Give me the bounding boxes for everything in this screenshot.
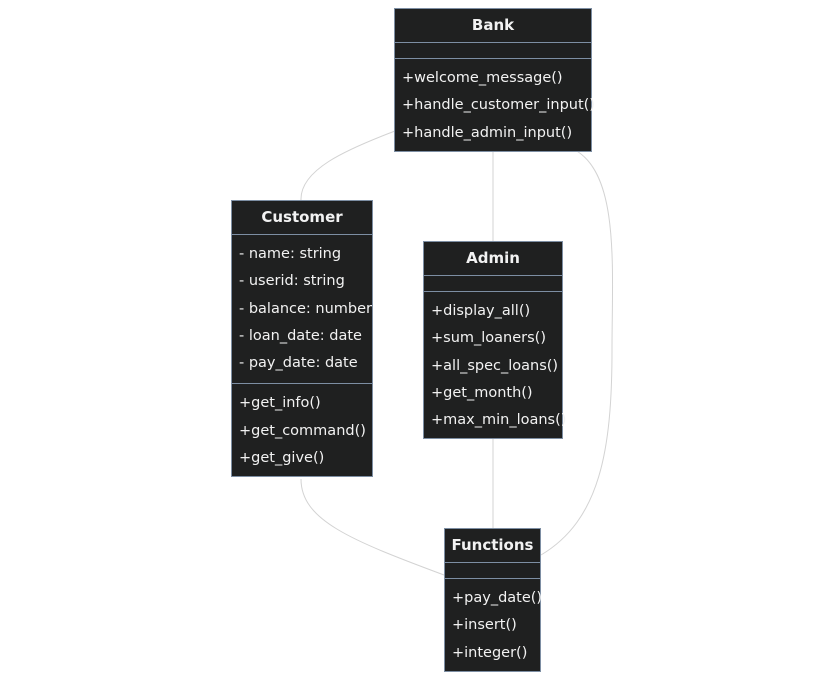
class-attributes [395, 43, 591, 59]
class-methods: +get_info() +get_command() +get_give() [232, 384, 372, 476]
class-attribute: - loan_date: date [239, 327, 362, 344]
class-attribute: - name: string [239, 246, 342, 262]
class-attribute: - balance: number [239, 300, 373, 317]
class-method: +get_command() [239, 422, 366, 439]
class-methods: +display_all() +sum_loaners() +all_spec_lo… [424, 292, 567, 438]
class-method: +max_min_loans() [431, 412, 567, 429]
class-title: Customer [232, 201, 372, 235]
class-attributes [445, 563, 540, 579]
class-title: Functions [445, 529, 540, 563]
class-method: +get_give() [239, 450, 325, 467]
edge-customer-functions [300, 478, 445, 576]
class-attribute: - pay_date: date [239, 355, 358, 372]
class-admin[interactable]: Admin +display_all() +sum_loaners() +all_s… [423, 241, 567, 440]
class-attributes [424, 276, 562, 292]
class-method: +handle_customer_input() [402, 97, 595, 114]
class-attributes: - name: string - userid: string - balance:… [232, 235, 373, 385]
class-method: +all_spec_loans() [431, 357, 559, 374]
class-attribute: - userid: string [239, 273, 345, 290]
class-method: +get_month() [431, 384, 533, 401]
class-method: +handle_admin_input() [402, 124, 573, 141]
class-methods: +welcome_message() +handle_customer_input… [395, 59, 595, 151]
class-method: +display_all() [431, 303, 531, 319]
class-method: +get_info() [239, 395, 321, 412]
class-methods: +pay_date() +insert() +integer() [445, 579, 543, 671]
class-bank[interactable]: Bank +welcome_message() +handle_customer_… [394, 8, 595, 152]
edge-bank-customer [300, 130, 396, 201]
edge-bank-functions [540, 149, 614, 556]
class-method: +pay_date() [452, 590, 543, 606]
class-method: +integer() [452, 644, 528, 661]
class-method: +welcome_message() [402, 70, 563, 86]
class-customer[interactable]: Customer - name: string- userid: string-… [231, 200, 373, 478]
class-title: Bank [395, 9, 591, 43]
class-title: Admin [424, 242, 562, 276]
class-method: +sum_loaners() [431, 330, 546, 347]
class-method: +insert() [452, 617, 517, 634]
class-functions[interactable]: Functions +pay_date() +insert() +integer() [444, 528, 543, 672]
